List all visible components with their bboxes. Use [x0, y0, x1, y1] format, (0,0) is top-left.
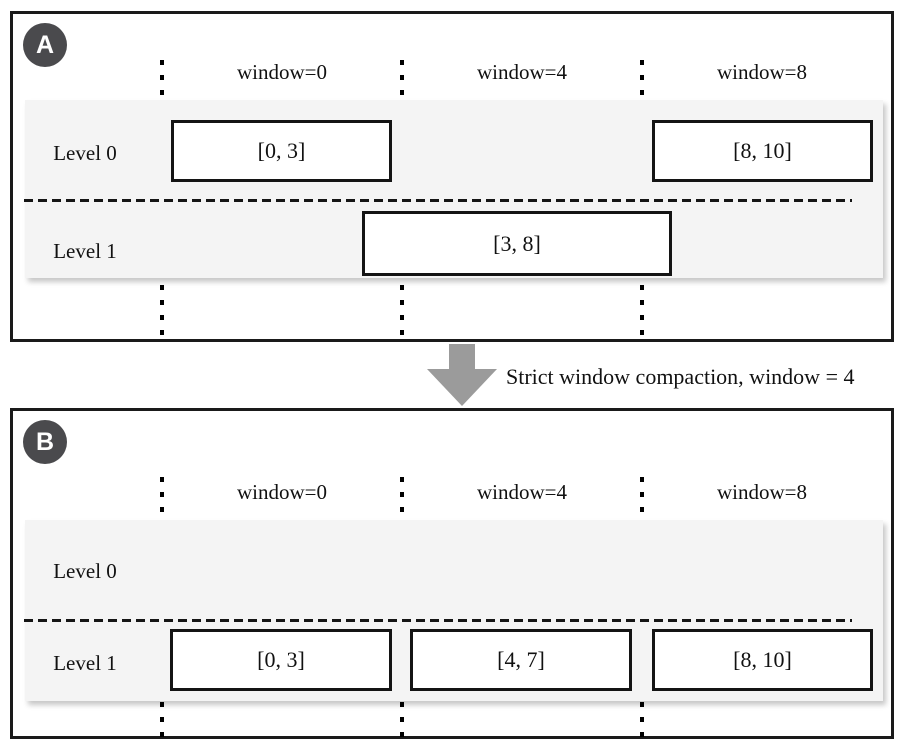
- down-arrow-icon: [427, 344, 497, 406]
- transition-label: Strict window compaction, window = 4: [506, 364, 855, 389]
- level-divider-dash: [24, 199, 852, 202]
- window-label-4: window=4: [476, 480, 567, 504]
- panel-a-badge: A: [23, 23, 67, 67]
- panel-b-badge: B: [23, 420, 67, 464]
- sst-box: [3, 8]: [362, 211, 672, 276]
- window-label-4: window=4: [476, 60, 567, 84]
- level-0-label: Level 0: [53, 141, 117, 165]
- level-1-label: Level 1: [53, 651, 117, 675]
- sst-box: [8, 10]: [652, 120, 873, 182]
- window-label-8: window=8: [716, 480, 807, 504]
- level-divider-dash: [24, 619, 852, 622]
- down-arrow-shaft: [449, 344, 475, 369]
- level-0-label: Level 0: [53, 559, 117, 583]
- sst-box: [0, 3]: [171, 120, 392, 182]
- down-arrow-head: [427, 369, 497, 406]
- window-label-0: window=0: [236, 480, 327, 504]
- sst-box: [4, 7]: [410, 629, 632, 691]
- sst-box: [0, 3]: [170, 629, 392, 691]
- window-label-0: window=0: [236, 60, 327, 84]
- level-1-label: Level 1: [53, 239, 117, 263]
- window-label-8: window=8: [716, 60, 807, 84]
- panel-a: A window=0 window=4 window=8 Level 0 Lev…: [10, 11, 894, 342]
- sst-box: [8, 10]: [652, 629, 873, 691]
- panel-b: B window=0 window=4 window=8 Level 0 Lev…: [10, 408, 894, 739]
